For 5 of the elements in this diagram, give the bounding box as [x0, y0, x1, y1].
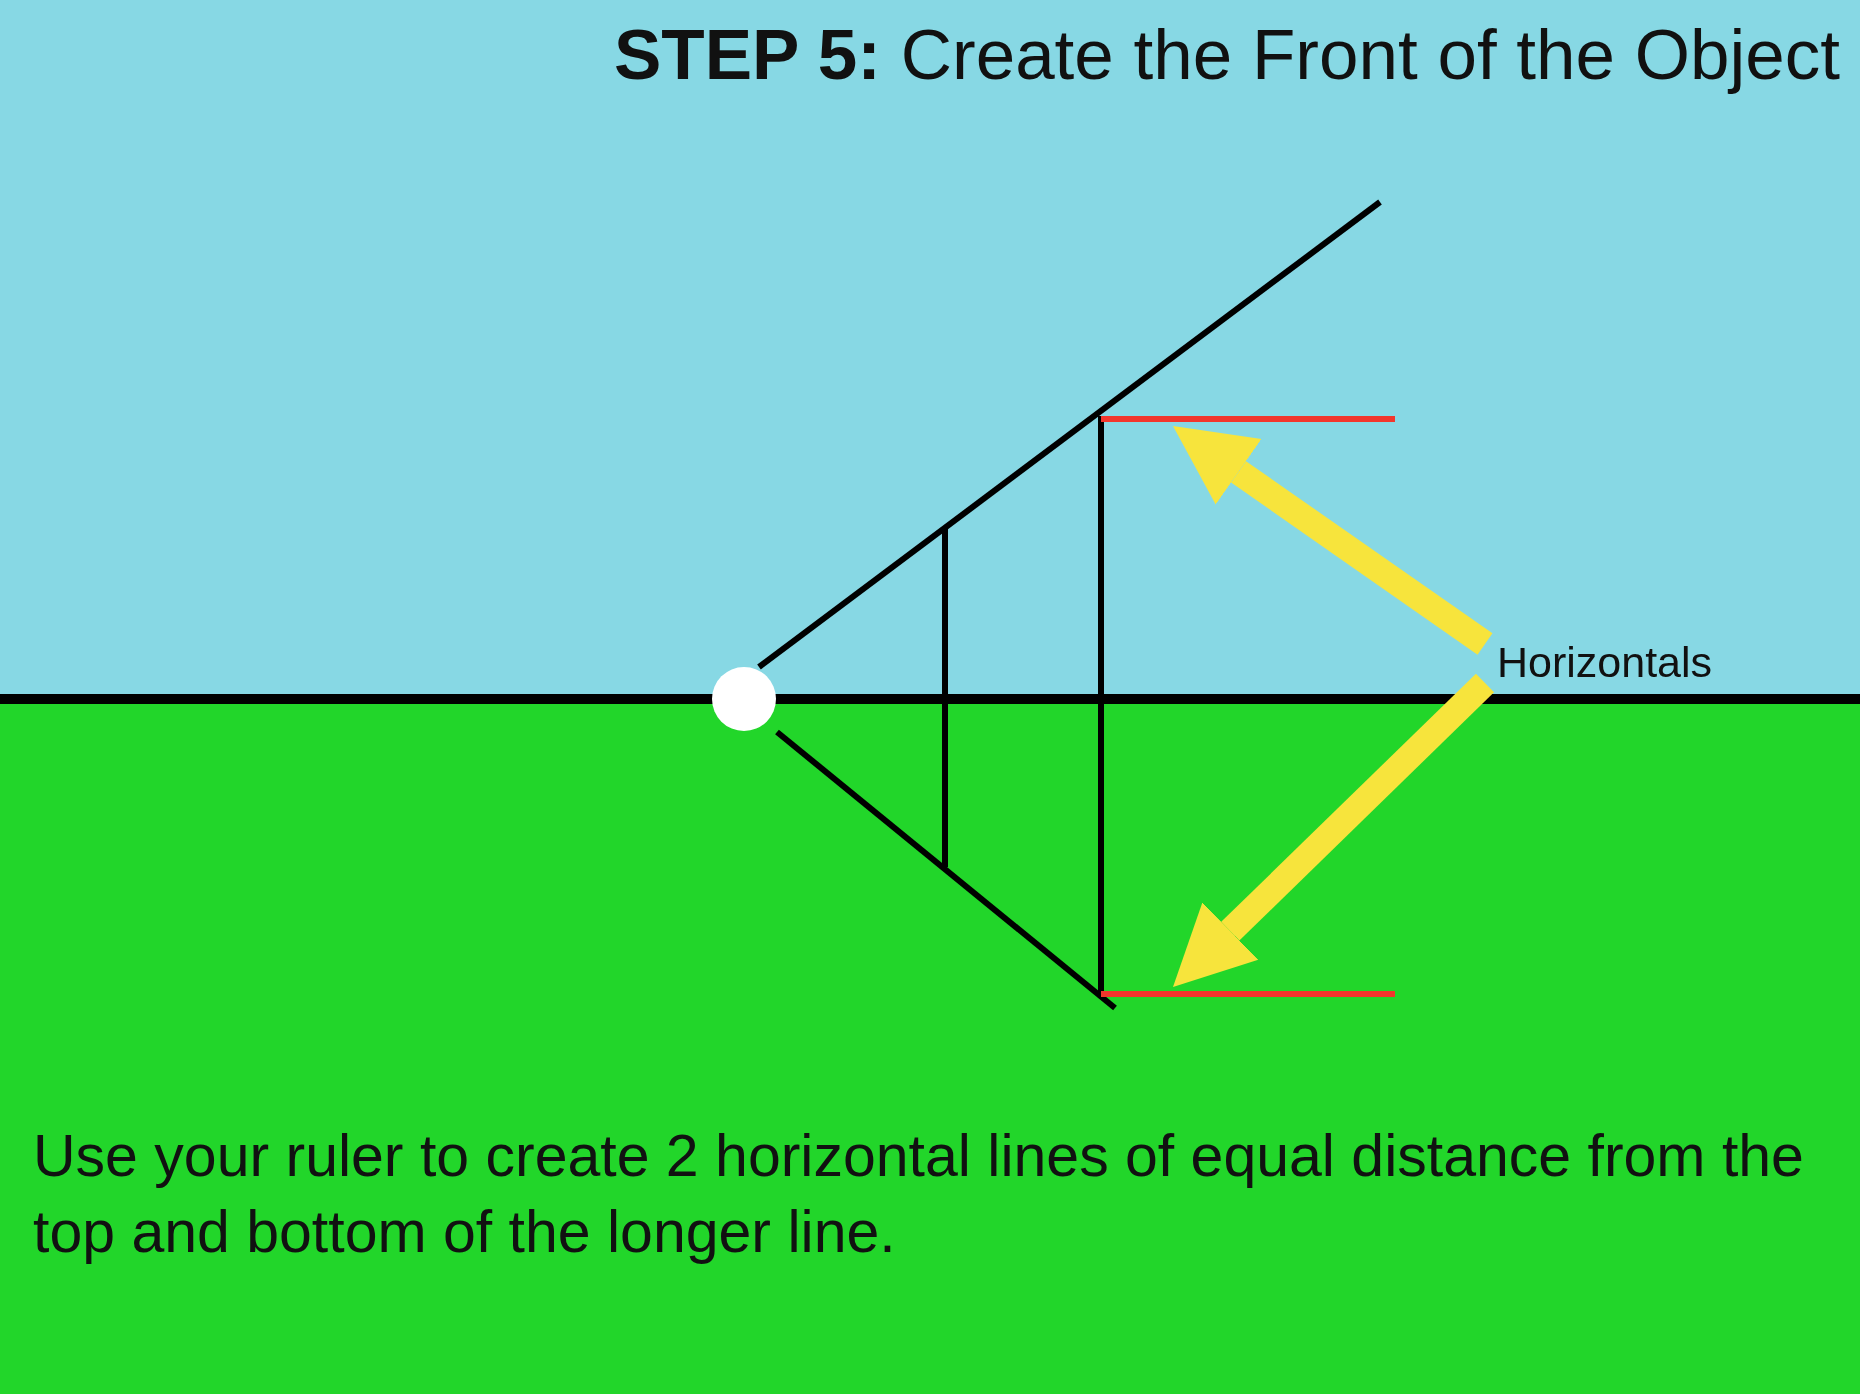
instruction-text: Use your ruler to create 2 horizontal lines of equal distance from the top and bottom of the longer line.: [33, 1122, 1805, 1267]
arrow: [1173, 673, 1495, 987]
callout-label: Horizontals: [1497, 638, 1713, 687]
arrow: [1173, 426, 1493, 655]
title: STEP 5: Create the Front of the Object: [614, 14, 1840, 95]
